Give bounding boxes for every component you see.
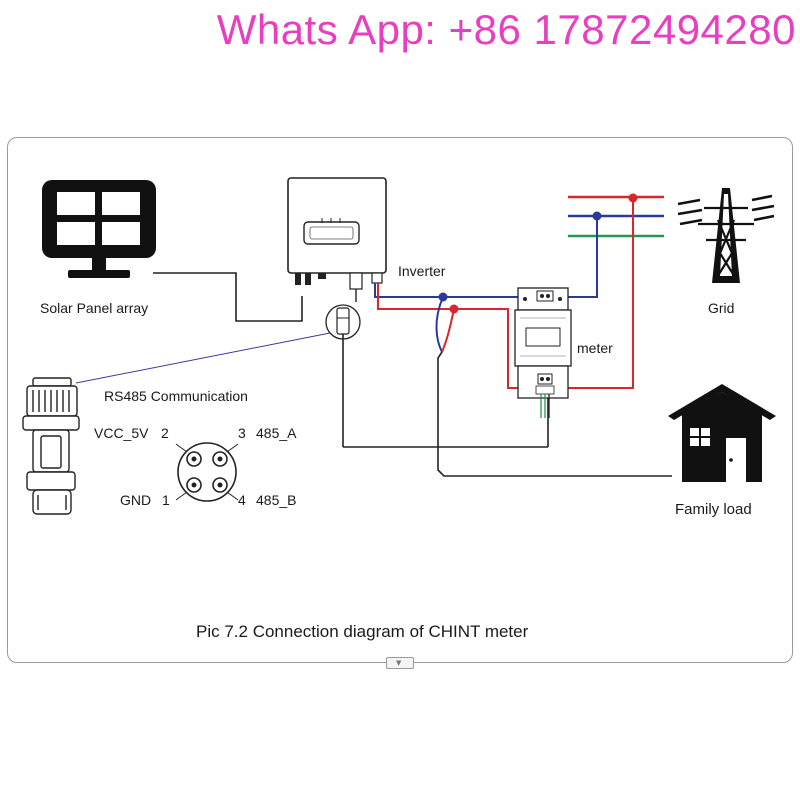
inverter-label: Inverter — [398, 263, 446, 279]
rs485-connector-icon — [22, 377, 80, 515]
callout-pointer — [75, 332, 331, 384]
transmission-tower-icon — [677, 188, 775, 283]
pin-2-name: VCC_5V — [94, 425, 149, 441]
whatsapp-banner: Whats App: +86 17872494280 — [216, 6, 796, 53]
solar-panel-icon — [42, 180, 156, 278]
grid-label: Grid — [708, 300, 734, 316]
family-load-label: Family load — [675, 501, 752, 518]
pin-1-name: GND — [120, 492, 151, 508]
solar-label: Solar Panel array — [40, 300, 148, 316]
pin-1-number: 1 — [162, 492, 170, 508]
load-wire — [437, 351, 672, 477]
dc-wire — [153, 272, 303, 322]
chevron-down-icon: ▼ — [396, 659, 402, 667]
pin-2-number: 2 — [161, 425, 169, 441]
pin-3-name: 485_A — [256, 425, 297, 441]
pin-socket-icon — [175, 442, 239, 502]
pin-3-number: 3 — [238, 425, 246, 441]
scroll-tab[interactable]: ▼ — [386, 657, 414, 669]
inverter-icon — [287, 177, 387, 290]
pin-4-number: 4 — [238, 492, 246, 508]
rs485-label: RS485 Communication — [104, 388, 248, 404]
meter-label: meter — [577, 340, 613, 356]
diagram-caption: Pic 7.2 Connection diagram of CHINT mete… — [196, 622, 529, 641]
meter-icon — [514, 287, 572, 418]
house-icon — [668, 384, 776, 482]
pin-4-name: 485_B — [256, 492, 296, 508]
